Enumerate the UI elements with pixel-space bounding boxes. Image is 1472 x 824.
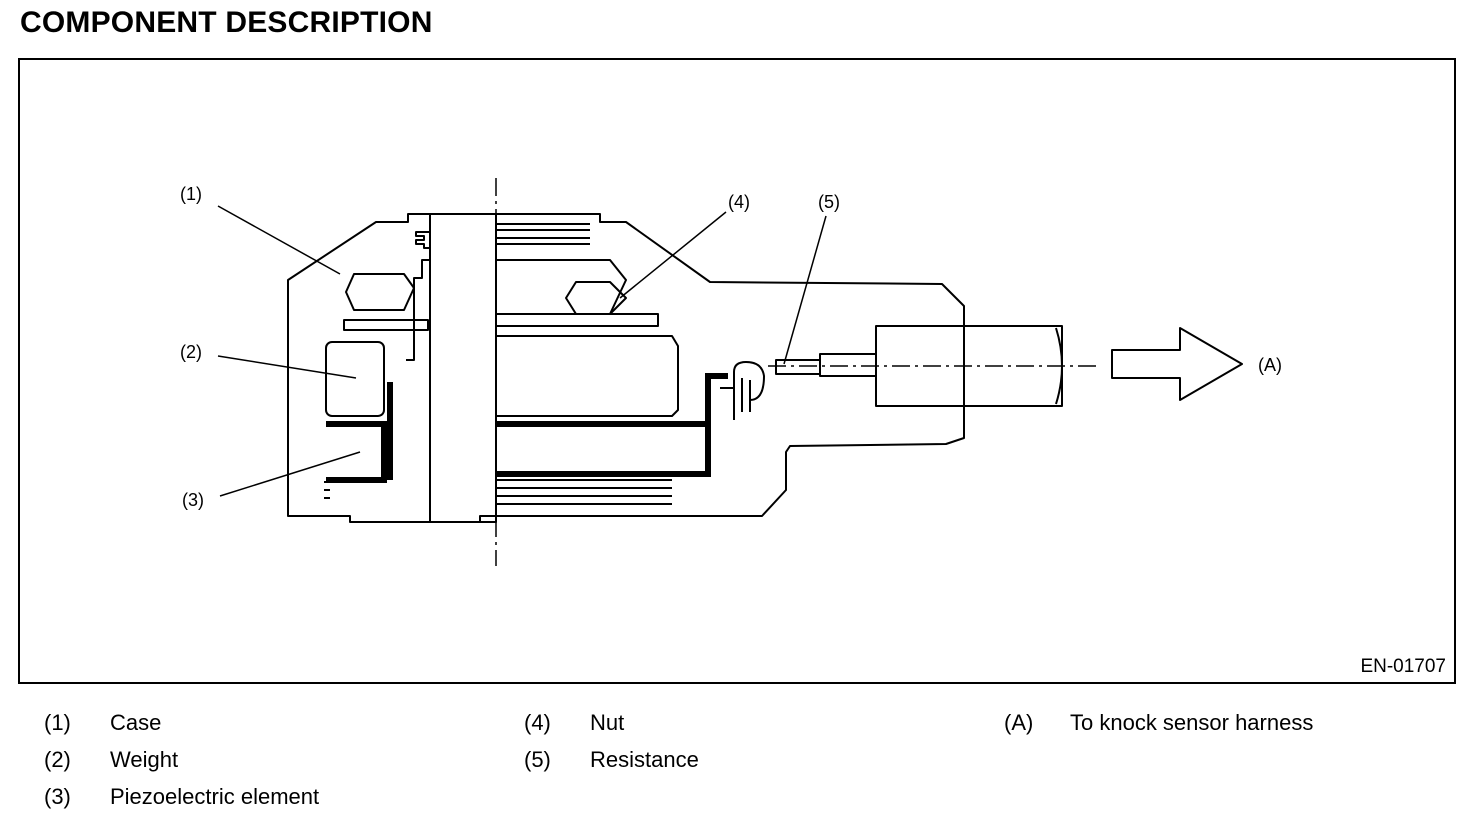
signal-line-right <box>496 373 728 427</box>
callout-3: (3) <box>182 490 204 510</box>
resistance-lead <box>819 353 877 377</box>
stud-thread-left-lower <box>406 259 430 361</box>
legend-num: (4) <box>524 710 551 735</box>
callout-5: (5) <box>818 192 840 212</box>
leader-1 <box>217 205 341 275</box>
nut-face-left <box>345 273 415 311</box>
diagram-frame: (1) (2) (3) (4) (5) (A) EN-01707 <box>18 58 1456 684</box>
lower-threads <box>496 479 672 505</box>
lower-body <box>496 335 679 417</box>
left-threads <box>324 481 330 499</box>
upper-threads <box>496 223 590 245</box>
callout-4: (4) <box>728 192 750 212</box>
legend-text: Piezoelectric element <box>110 784 320 809</box>
leader-3 <box>219 451 361 497</box>
callout-a: (A) <box>1258 355 1282 375</box>
resistance <box>775 359 821 375</box>
wire-loop <box>720 361 765 401</box>
washer <box>495 313 659 327</box>
legend-text: To knock sensor harness <box>1070 710 1314 735</box>
stud-thread-left <box>415 231 430 249</box>
harness-arrow <box>1111 327 1243 401</box>
leader-5 <box>783 215 827 365</box>
legend-text: Case <box>110 710 162 735</box>
legend-num: (A) <box>1004 710 1034 735</box>
signal-line-left <box>326 421 387 483</box>
wire-lead <box>733 378 751 420</box>
page-title: COMPONENT DESCRIPTION <box>20 6 433 39</box>
legend-text: Resistance <box>590 747 699 772</box>
signal-line-bottom <box>496 424 711 477</box>
legend-num: (3) <box>44 784 71 809</box>
leader-2 <box>217 355 357 379</box>
legend-num: (5) <box>524 747 551 772</box>
center-stud <box>429 213 497 523</box>
knock-sensor-diagram: (1) (2) (3) (4) (5) (A) <box>180 178 1282 566</box>
nut <box>495 259 627 315</box>
legend-num: (1) <box>44 710 71 735</box>
weight-block <box>325 341 385 417</box>
callout-1: (1) <box>180 184 202 204</box>
leader-4 <box>619 211 727 299</box>
legend-text: Weight <box>110 747 179 772</box>
figure-code: EN-01707 <box>1360 656 1446 677</box>
legend-text: Nut <box>590 710 625 735</box>
washer-left <box>343 319 429 331</box>
callout-2: (2) <box>180 342 202 362</box>
legend-num: (2) <box>44 747 71 772</box>
